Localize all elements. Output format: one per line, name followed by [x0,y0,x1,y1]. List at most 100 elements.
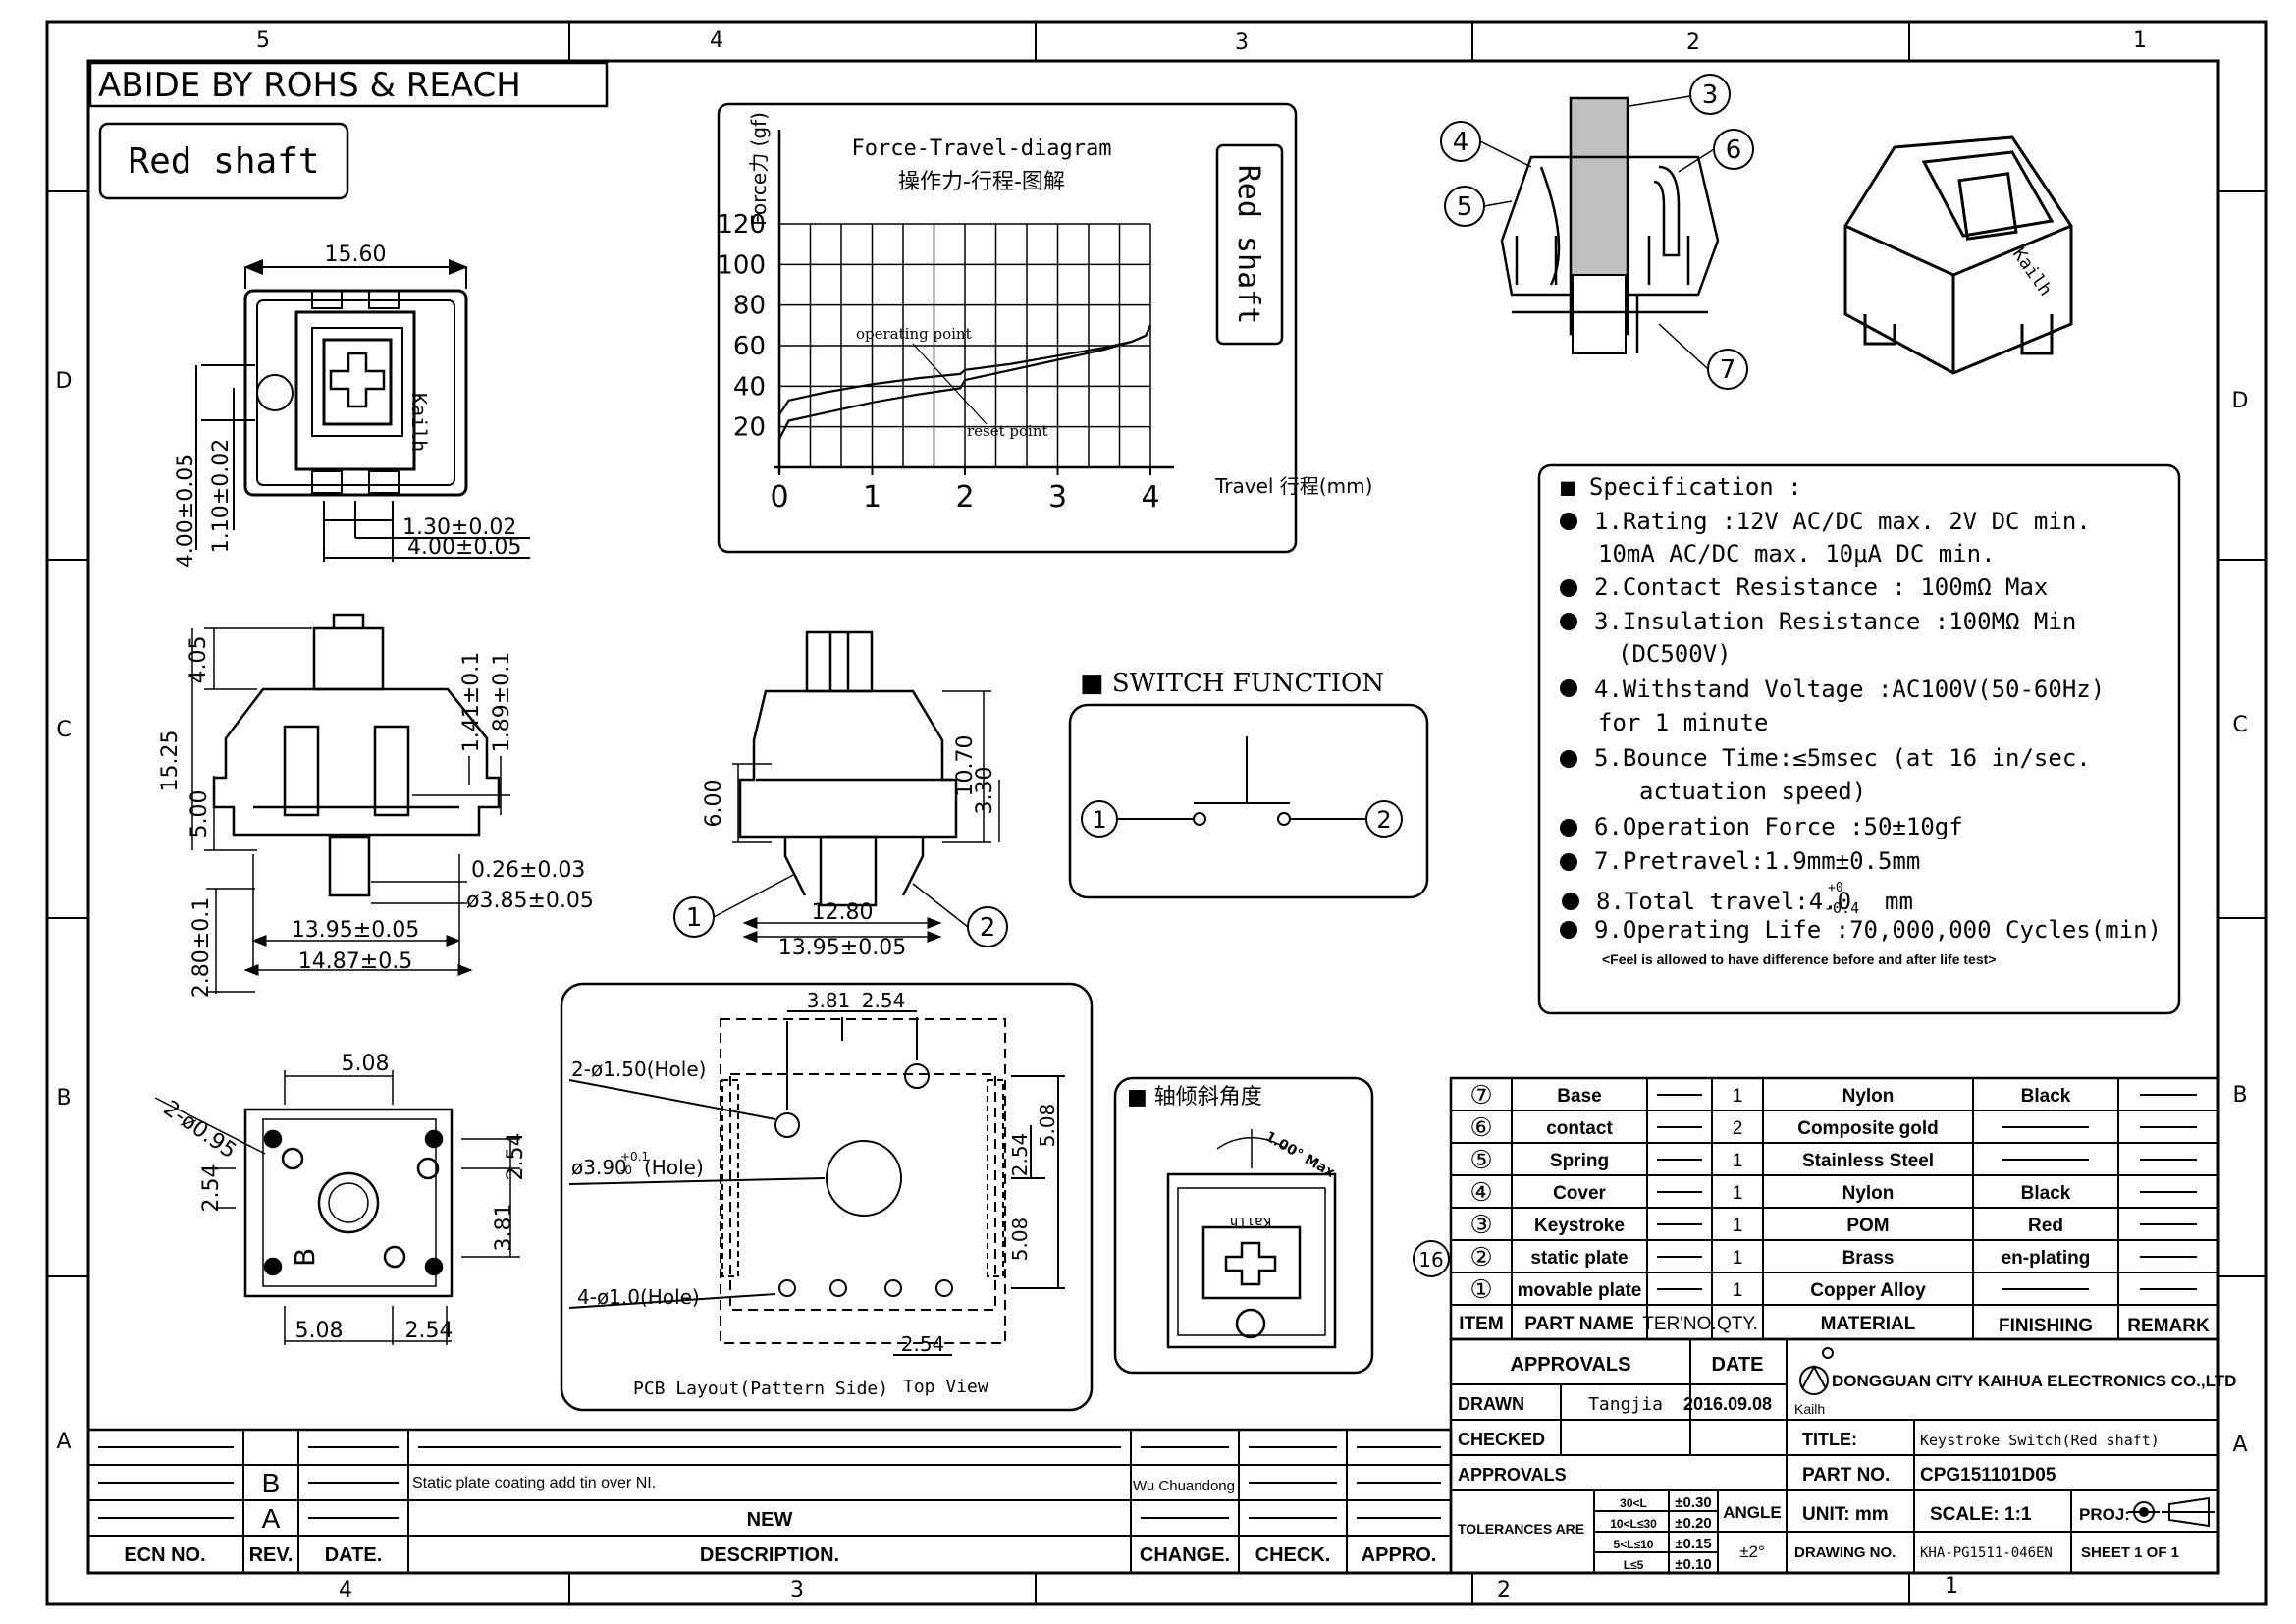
title-block [1449,1337,2220,1575]
svg-text:Kailh: Kailh [1230,1214,1271,1229]
chart-y-tick-label: 20 [733,413,766,443]
tilt-panel: ■ 轴倾斜角度 1.00° Max Kailh [1113,1076,1374,1375]
svg-text:4: 4 [339,1578,352,1602]
svg-text:1.10±0.02: 1.10±0.02 [209,439,234,553]
bom-qty: 1 [1733,1151,1743,1171]
svg-text:0.26±0.03: 0.26±0.03 [471,858,585,883]
svg-text:1: 1 [1945,1574,1958,1598]
svg-text:±0.10: ±0.10 [1675,1556,1711,1573]
operating-point-label: operating point [856,325,972,343]
spec-line: 1.Rating :12V AC/DC max. 2V DC min. [1594,508,2091,535]
bom-material: Composite gold [1797,1118,1939,1139]
chart-x-tick-label: 0 [770,480,788,514]
svg-text:7: 7 [1720,355,1736,385]
bom-item-number: ⑥ [1469,1112,1492,1142]
isometric-view: Kailh [1843,135,2073,375]
svg-text:PART NO.: PART NO. [1802,1465,1890,1486]
bom-material: POM [1846,1216,1889,1236]
bom-part-name: Keystroke [1534,1216,1625,1236]
front-view [673,630,1008,947]
svg-text:2.54: 2.54 [901,1332,945,1356]
top-view-labels: 15.60 4.00±0.05 1.10±0.02 1.30±0.02 4.00… [174,243,521,568]
spec-line: actuation speed) [1639,778,1866,805]
svg-text:UNIT: mm: UNIT: mm [1802,1504,1889,1525]
front-view-labels: 6.00 10.70 3.30 12.80 13.95±0.05 1 2 [686,735,997,960]
bom-finishing: Red [2028,1216,2063,1236]
svg-text:4.00±0.05: 4.00±0.05 [174,454,198,568]
svg-text:5.08: 5.08 [342,1052,390,1076]
svg-text:1.30±0.02: 1.30±0.02 [402,515,516,540]
svg-text:D: D [56,369,73,394]
chart-title-en: Force-Travel-diagram [852,136,1112,161]
svg-text:DATE.: DATE. [325,1544,383,1566]
svg-text:2.54: 2.54 [862,989,906,1012]
projection-symbol-icon [2128,1496,2215,1528]
svg-text:PART NAME: PART NAME [1524,1314,1634,1334]
bom-table [1449,1076,2220,1341]
svg-text:A: A [56,1430,71,1454]
bom-part-name: movable plate [1518,1280,1642,1301]
bom-qty: 1 [1733,1216,1743,1236]
svg-text:30<L: 30<L [1620,1496,1647,1510]
svg-text:2: 2 [1376,806,1391,834]
chart-y-tick-label: 80 [733,292,766,321]
spec-line: 3.Insulation Resistance :100MΩ Min [1594,608,2076,635]
svg-text:13.95±0.05: 13.95±0.05 [292,918,419,943]
svg-text:+0.1: +0.1 [620,1150,649,1164]
tilt-title: ■ 轴倾斜角度 [1127,1085,1262,1110]
spec-line: for 1 minute [1598,709,1768,736]
svg-text:CHECK.: CHECK. [1255,1544,1331,1566]
side-view [191,613,510,994]
bottom-view [154,1070,520,1345]
chart-y-axis-label: Force力 (gf) [747,112,771,226]
svg-text:(Hole): (Hole) [644,1156,704,1179]
svg-text:15.60: 15.60 [325,243,387,267]
svg-text:TITLE:: TITLE: [1802,1430,1857,1449]
kailh-logo-icon [1799,1347,1834,1395]
bom-material: Brass [1842,1248,1895,1269]
svg-text:±0.15: ±0.15 [1675,1536,1711,1552]
chart-y-tick-label: 120 [717,210,766,240]
bom-qty: 1 [1733,1086,1743,1107]
svg-text:4.00±0.05: 4.00±0.05 [407,535,521,560]
chart-y-tick-label: 40 [733,372,766,402]
spec-line: (DC500V) [1618,640,1732,668]
svg-text:APPRO.: APPRO. [1362,1544,1437,1566]
svg-text:KHA-PG1511-046EN: KHA-PG1511-046EN [1920,1545,2053,1561]
svg-text:2.54: 2.54 [199,1164,224,1213]
svg-text:NEW: NEW [747,1509,793,1531]
rohs-banner-text: ABIDE BY ROHS & REACH [98,66,521,105]
svg-text:±0.20: ±0.20 [1675,1515,1711,1532]
variant-label-box: Red shaft [98,122,349,200]
svg-text:5.08: 5.08 [1036,1104,1059,1148]
svg-text:4: 4 [710,28,723,53]
pcb-layout: 3.81 2.54 2-ø1.50(Hole) ø3.90 +0.1 -0 (H… [560,982,1094,1412]
svg-text:12.80: 12.80 [812,900,874,925]
svg-text:CPG151101D05: CPG151101D05 [1920,1465,2056,1486]
bom-finishing: en-plating [2002,1248,2091,1269]
spec-title: ■ Specification : [1561,473,1802,501]
svg-text:C: C [56,718,71,742]
svg-text:APPROVALS: APPROVALS [1511,1354,1631,1376]
bom-material: Nylon [1842,1086,1895,1107]
bom-finishing: Black [2021,1183,2071,1204]
svg-text:13.95±0.05: 13.95±0.05 [778,936,906,960]
spec-line: 10mA AC/DC max. 10μA DC min. [1598,540,1996,568]
bom-material: Stainless Steel [1802,1151,1934,1171]
revision-table-text: B Static plate coating add tin over NI. … [124,1468,1436,1566]
svg-text:D: D [2232,389,2249,413]
svg-text:MATERIAL: MATERIAL [1821,1314,1916,1334]
svg-text:B: B [2232,1083,2247,1108]
svg-text:FINISHING: FINISHING [1999,1316,2093,1336]
svg-text:CHECKED: CHECKED [1458,1430,1545,1449]
spec-line: 2.Contact Resistance : 100mΩ Max [1594,573,2048,601]
bom-qty: 1 [1733,1248,1743,1269]
bom-material: Copper Alloy [1810,1280,1926,1301]
svg-text:10<L≤30: 10<L≤30 [1610,1517,1657,1531]
bom-qty: 2 [1733,1118,1743,1139]
svg-text:Top View: Top View [903,1377,988,1397]
svg-text:Keystroke Switch(Red shaft): Keystroke Switch(Red shaft) [1920,1432,2160,1449]
svg-text:5: 5 [256,28,270,53]
